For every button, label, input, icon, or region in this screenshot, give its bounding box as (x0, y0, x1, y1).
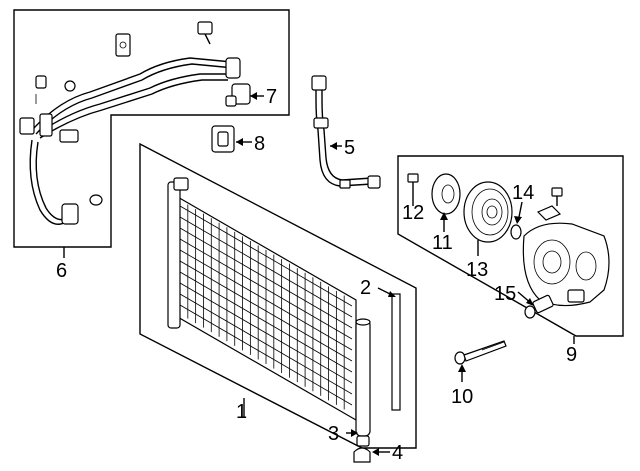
callout-14: 14 (512, 182, 534, 204)
hose-bracket (115, 33, 131, 57)
pulley-part-13 (463, 181, 513, 243)
clutch-plate-part-11 (431, 173, 461, 215)
drier-cap-part-4 (353, 447, 371, 463)
compressor-body-part-9 (522, 222, 610, 307)
callout-11: 11 (432, 232, 453, 254)
snap-ring-part-14 (510, 224, 522, 240)
condenser-tube (179, 227, 353, 329)
seal-strip-part-2 (391, 293, 401, 411)
condenser-fins (179, 200, 353, 410)
callout-5: 5 (344, 137, 355, 159)
callout-3: 3 (328, 423, 339, 445)
compressor-group-frame (397, 155, 624, 337)
callout-12: 12 (402, 202, 424, 224)
pressure-sensor-part-7 (225, 83, 251, 107)
hose-fitting-end (61, 203, 79, 225)
condenser-tube (179, 260, 353, 362)
hose-group-frame (13, 9, 290, 248)
condenser-tube (179, 282, 353, 384)
mount-bracket-part-8 (211, 125, 252, 153)
hose-bolt (197, 21, 213, 35)
relief-valve-part-15 (524, 294, 554, 319)
callout-10: 10 (451, 386, 473, 408)
callout-7: 7 (266, 86, 277, 108)
compressor-group (397, 155, 624, 337)
hose-assembly-group: 7 (13, 9, 290, 248)
callout-13: 13 (466, 259, 488, 281)
lower-hose (29, 139, 67, 225)
callout-6: 6 (56, 260, 67, 282)
callout-2: 2 (360, 277, 371, 299)
condenser-group (139, 142, 417, 463)
condenser-tube (179, 304, 353, 406)
condenser-tube (179, 216, 353, 318)
condenser-tube (179, 205, 353, 307)
suction-hose (33, 57, 233, 129)
receiver-drier (355, 319, 371, 437)
liquid-line-part-5 (311, 75, 381, 189)
condenser-tube (179, 293, 353, 395)
condenser-tube (179, 249, 353, 351)
condenser-tube (179, 238, 353, 340)
callout-4: 4 (392, 442, 403, 464)
mount-bolt-part-10 (454, 340, 507, 365)
callout-8: 8 (254, 133, 265, 155)
discharge-hose (39, 73, 228, 133)
condenser-tube (179, 271, 353, 373)
callout-1: 1 (236, 401, 247, 423)
callout-15: 15 (494, 283, 516, 305)
condenser-group-frame (139, 142, 417, 449)
callout-9: 9 (566, 344, 577, 366)
